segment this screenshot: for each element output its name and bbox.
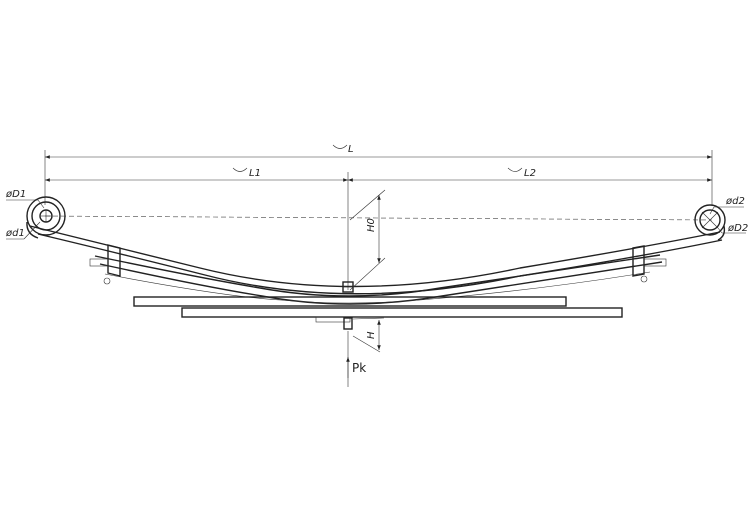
right-outer-diameter-label: øD2 xyxy=(727,223,748,234)
helper-leaves xyxy=(133,296,623,323)
right-inner-diameter-label: ød2 xyxy=(725,196,745,207)
free-height-label: H0 xyxy=(366,218,377,232)
total-length-label: L xyxy=(348,144,354,155)
rebound-clip-right xyxy=(632,245,667,283)
dimension-free-height: H0 xyxy=(349,189,386,291)
dimension-partial-lengths: L1 L2 xyxy=(45,167,712,290)
right-length-label: L2 xyxy=(524,168,536,179)
dimension-total-length: L xyxy=(44,144,713,205)
left-outer-diameter-label: øD1 xyxy=(5,189,26,200)
left-eye xyxy=(26,196,66,239)
eye-diameter-labels: øD1 ød1 ød2 øD2 xyxy=(5,189,748,240)
spring-leaves xyxy=(29,225,723,305)
left-inner-diameter-label: ød1 xyxy=(5,228,25,239)
eye-centre-line xyxy=(44,215,713,221)
load-arrow: Pk xyxy=(346,331,366,387)
loaded-height-label: H xyxy=(366,331,377,339)
left-length-label: L1 xyxy=(249,168,261,179)
rebound-clip-left xyxy=(89,244,121,285)
load-label: Pk xyxy=(352,361,366,375)
dimension-loaded-height: H xyxy=(352,317,385,353)
right-eye xyxy=(694,204,726,241)
